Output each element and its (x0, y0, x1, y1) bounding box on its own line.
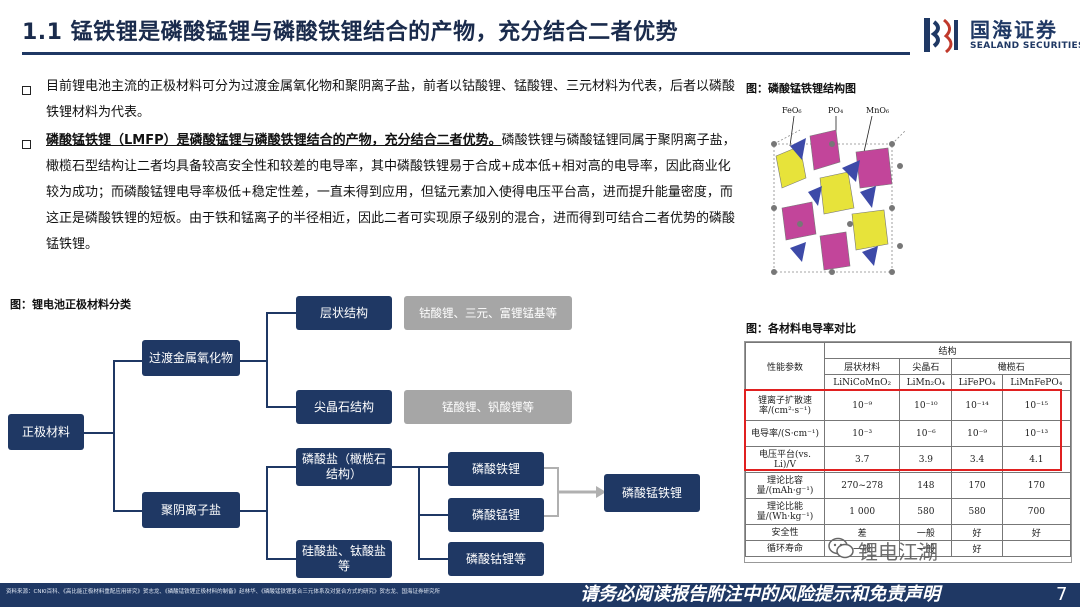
cell: 580 (951, 498, 1003, 525)
table-type-olivine: 橄榄石 (951, 358, 1071, 375)
disclaimer: 请务必阅读报告附注中的风险提示和免责声明 (580, 584, 940, 605)
bullet-marker (22, 140, 31, 149)
wechat-icon (828, 537, 854, 559)
node-root: 正极材料 (8, 414, 84, 450)
cell: 10⁻¹⁰ (899, 390, 953, 421)
cell: 270~278 (823, 472, 901, 499)
node-transition-oxides: 过渡金属氧化物 (142, 340, 240, 376)
cell: 700 (1001, 498, 1072, 525)
node-polyanion: 聚阴离子盐 (142, 492, 240, 528)
table-caption: 图：各材料电导率对比 (746, 322, 856, 335)
label-po4: PO₄ (828, 106, 844, 115)
cell: 10⁻¹³ (1001, 420, 1072, 447)
node-silicate: 硅酸盐、钛酸盐等 (296, 540, 392, 578)
conductivity-table: 性能参数 结构 层状材料 尖晶石 橄榄石 LiNiCoMnO₂ LiMn₂O₄ … (744, 341, 1072, 563)
table-group-header: 结构 (824, 342, 1071, 359)
cell: 580 (899, 498, 953, 525)
node-phosphate: 磷酸盐（橄榄石结构） (296, 448, 392, 486)
bullet-2-headline: 磷酸锰铁锂（LMFP）是磷酸锰锂与磷酸铁锂结合的产物，充分结合二者优势。 (46, 133, 502, 148)
table-type-spinel: 尖晶石 (899, 358, 953, 375)
page-number: 7 (1056, 584, 1068, 605)
merge-arrow (544, 467, 606, 517)
cell: 1 000 (823, 498, 901, 525)
logo-text-en: SEALAND SECURITIES (970, 41, 1080, 51)
sealand-logo-icon (924, 18, 958, 54)
cell: 好 (951, 540, 1003, 557)
row-label: 安全性 (745, 524, 825, 541)
table-material: LiFePO₄ (951, 374, 1003, 391)
tree-caption: 图：锂电池正极材料分类 (10, 298, 131, 311)
table-type-layered: 层状材料 (823, 358, 901, 375)
note-spinel-examples: 锰酸锂、钒酸锂等 (404, 390, 572, 424)
node-spinel: 尖晶石结构 (296, 390, 392, 424)
cell: 170 (1001, 472, 1072, 499)
cell: 好 (1001, 524, 1072, 541)
row-label: 理论比容量/(mAh·g⁻¹) (745, 472, 825, 499)
cell: 170 (951, 472, 1003, 499)
cell (1001, 540, 1072, 557)
node-lmfp: 磷酸锰铁锂 (604, 474, 700, 512)
row-label: 循环寿命 (745, 540, 825, 557)
bullet-2: 磷酸锰铁锂（LMFP）是磷酸锰锂与磷酸铁锂结合的产物，充分结合二者优势。磷酸铁锂… (46, 128, 738, 258)
watermark: 锂电江湖 (858, 540, 938, 564)
node-lcp: 磷酸钴锂等 (448, 542, 544, 576)
page-title: 1.1 锰铁锂是磷酸锰锂与磷酸铁锂结合的产物，充分结合二者优势 (22, 20, 679, 45)
cell: 10⁻⁹ (951, 420, 1003, 447)
table-param-header: 性能参数 (745, 342, 825, 391)
source-note: 资料来源：CNKI百科、《高比能正极材料重配应用研究》贺志龙、《磷酸锰铁锂正极材… (6, 589, 440, 595)
node-lfp: 磷酸铁锂 (448, 452, 544, 486)
node-lmp: 磷酸锰锂 (448, 498, 544, 532)
structure-caption: 图：磷酸锰铁锂结构图 (746, 82, 856, 95)
cell: 好 (951, 524, 1003, 541)
label-feo6: FeO₆ (782, 106, 802, 115)
bullet-marker (22, 86, 31, 95)
cell: 10⁻³ (823, 420, 901, 447)
cell: 10⁻⁶ (899, 420, 953, 447)
highlight-box (744, 389, 1062, 471)
row-label: 电压平台(vs. Li)/V (745, 446, 825, 473)
row-label: 电导率/(S·cm⁻¹) (745, 420, 825, 447)
row-label: 理论比能量/(Wh·kg⁻¹) (745, 498, 825, 525)
logo-text-cn: 国海证券 (970, 18, 1058, 42)
footer-bar (0, 583, 1080, 607)
label-mno6: MnO₆ (866, 106, 890, 115)
cell: 10⁻¹⁴ (951, 390, 1003, 421)
cell: 3.9 (899, 446, 953, 473)
bullet-1-text: 目前锂电池主流的正极材料可分为过渡金属氧化物和聚阴离子盐，前者以钴酸锂、锰酸锂、… (46, 79, 736, 120)
node-layered: 层状结构 (296, 296, 392, 330)
crystal-structure-image (771, 116, 907, 275)
note-layered-examples: 钴酸锂、三元、富锂锰基等 (404, 296, 572, 330)
bullet-2-text: 磷酸铁锂与磷酸锰锂同属于聚阴离子盐，橄榄石型结构让二者均具备较高安全性和较差的电… (46, 133, 736, 252)
cell: 148 (899, 472, 953, 499)
title-divider (22, 52, 910, 55)
cell: 4.1 (1001, 446, 1072, 473)
